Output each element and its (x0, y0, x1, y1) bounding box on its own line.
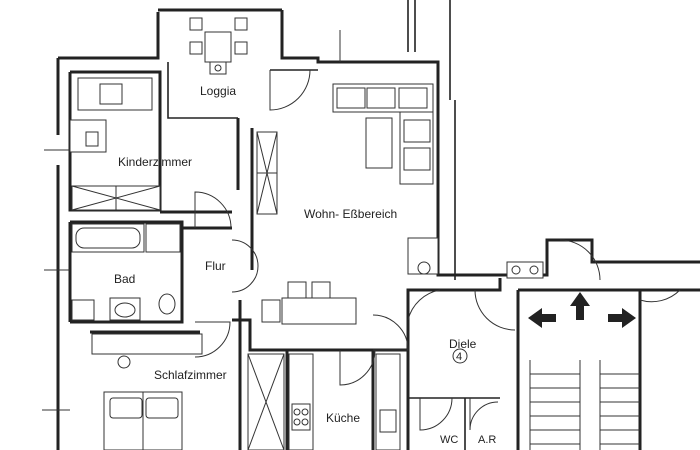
room-label-kueche: Küche (326, 411, 360, 425)
room-label-diele: Diele (449, 337, 477, 351)
room-label-abstellraum: A.R (478, 434, 496, 446)
room-label-wc: WC (440, 434, 458, 446)
bathroom-fixtures (44, 223, 181, 321)
room-number-diele: 4 (456, 351, 462, 363)
room-label-bad: Bad (114, 272, 135, 286)
walls (56, 0, 700, 450)
living-furniture (261, 83, 439, 325)
room-number-circle (452, 348, 468, 364)
kitchen-counters (288, 353, 401, 450)
bedroom-furniture (42, 333, 285, 450)
loggia-table-set (189, 17, 248, 75)
arrow-up-icon (570, 292, 590, 320)
arrow-left-icon (528, 308, 556, 328)
room-label-schlafzimmer: Schlafzimmer (154, 368, 227, 382)
room-label-loggia: Loggia (200, 84, 236, 98)
doors (194, 30, 681, 431)
room-label-wohn-essbereich: Wohn- Eßbereich (304, 207, 397, 221)
kinderzimmer-furniture (44, 77, 161, 211)
wardrobe-corridor (256, 131, 278, 215)
staircase (506, 261, 640, 450)
room-label-flur: Flur (205, 259, 226, 273)
room-label-kinderzimmer: Kinderzimmer (118, 155, 192, 169)
arrow-right-icon (608, 308, 636, 328)
